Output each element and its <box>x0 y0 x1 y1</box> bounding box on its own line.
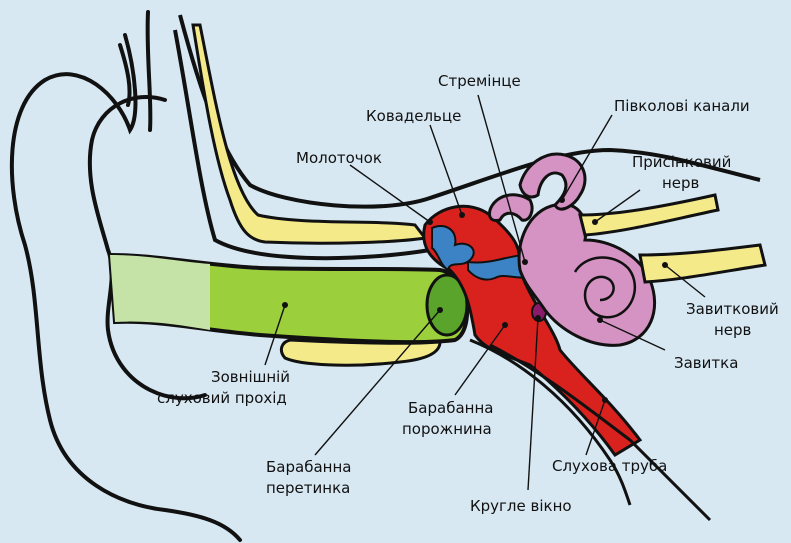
label-kovadelko: Ковадельце <box>366 107 461 125</box>
label-zovnishnii-line2: слуховий прохід <box>157 389 287 407</box>
label-molotochok: Молоточок <box>296 149 382 167</box>
label-zavytka: Завитка <box>674 354 738 372</box>
label-barabanna-porozhnyna-line2: порожнина <box>402 420 492 438</box>
label-barabanna-peretynka-line1: Барабанна <box>266 458 351 476</box>
label-prysinkovyi-line1: Присінковий <box>632 153 731 171</box>
label-barabanna-peretynka-line2: перетинка <box>266 479 350 497</box>
label-stremintse: Стремінце <box>438 72 521 90</box>
label-barabanna-porozhnyna-line1: Барабанна <box>408 399 493 417</box>
label-kruhle-vikno: Кругле вікно <box>470 497 572 515</box>
label-pivkolovi-kanaly: Півколові канали <box>614 97 750 115</box>
label-sluhova-truba: Слухова труба <box>552 457 667 475</box>
label-zovnishnii-line1: Зовнішній <box>211 368 290 386</box>
label-prysinkovyi-line2: нерв <box>662 174 699 192</box>
label-zavytkovyi-line2: нерв <box>714 321 751 339</box>
label-zavytkovyi-line1: Завитковий <box>686 300 779 318</box>
